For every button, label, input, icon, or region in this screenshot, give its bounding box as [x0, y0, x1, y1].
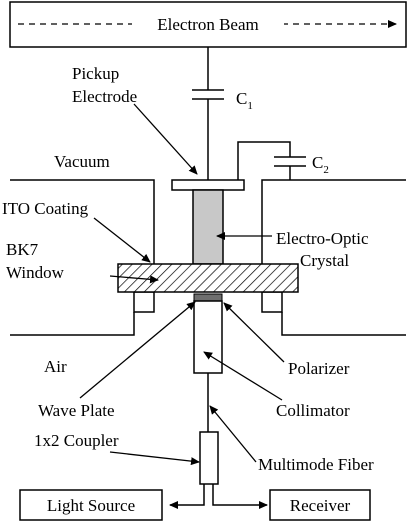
collimator-pointer: [203, 351, 283, 401]
electro-optic-crystal: [192, 189, 224, 265]
bk7-pointer: [109, 275, 159, 284]
pickup-pointer: [133, 103, 198, 175]
pickup-label-line1: Pickup: [72, 64, 119, 83]
c1-label: C1: [236, 89, 253, 112]
eo-crystal-label-line1: Electro-Optic: [276, 229, 369, 248]
air-label: Air: [44, 357, 67, 376]
collimator-body: [193, 300, 223, 374]
light-source-label: Light Source: [47, 496, 135, 515]
ito-pointer: [93, 217, 151, 263]
electron-beam-label: Electron Beam: [157, 15, 259, 34]
pickup-label-line2: Electrode: [72, 87, 137, 106]
vacuum-chamber: [10, 179, 406, 336]
fiber-receiver-leg: [212, 484, 268, 509]
coupler-label: 1x2 Coupler: [34, 431, 119, 450]
light-source-box: [19, 489, 163, 521]
ito-coating-label: ITO Coating: [2, 199, 89, 218]
bk7-label-line1: BK7: [6, 240, 39, 259]
multimode-fiber-pointer: [209, 405, 257, 463]
coupler-box: [199, 431, 219, 485]
polarizer-element: [193, 293, 223, 302]
capacitor-c2: C2: [237, 141, 329, 182]
c2-label: C2: [312, 153, 329, 176]
fiber-light-source-leg: [169, 484, 205, 509]
capacitor-c1: C1: [192, 47, 253, 180]
vacuum-label: Vacuum: [54, 152, 110, 171]
coupler-pointer: [109, 451, 200, 466]
receiver-label: Receiver: [290, 496, 351, 515]
pickup-electrode: [171, 179, 245, 191]
bk7-window: [117, 263, 299, 293]
polarizer-label: Polarizer: [288, 359, 350, 378]
polarizer-pointer: [223, 302, 285, 363]
receiver-box: [269, 489, 371, 521]
wave-plate-pointer: [79, 301, 196, 399]
collimator-label: Collimator: [276, 401, 350, 420]
eo-crystal-label-line2: Crystal: [300, 251, 349, 270]
multimode-fiber-label: Multimode Fiber: [258, 455, 374, 474]
electron-beam-pipe: Electron Beam: [9, 1, 407, 48]
wave-plate-label: Wave Plate: [38, 401, 115, 420]
bk7-label-line2: Window: [6, 263, 65, 282]
